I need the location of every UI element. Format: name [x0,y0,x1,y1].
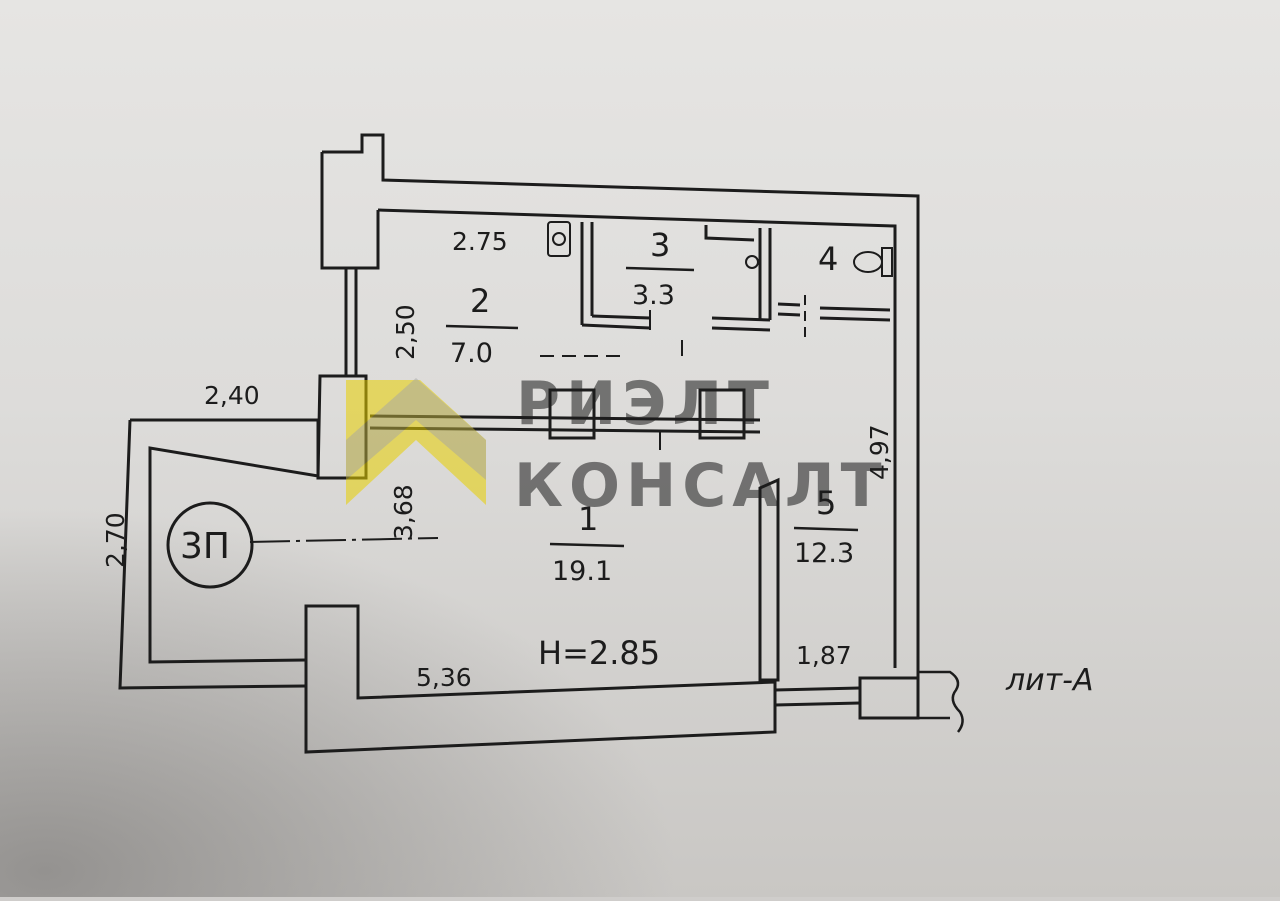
dimension-2-75: 2.75 [452,227,508,256]
dimension-1-87: 1,87 [796,641,852,670]
room-5-number: 5 [816,484,836,522]
room-5-area: 12.3 [794,538,854,569]
room-3-number: 3 [650,226,670,264]
room-2-number: 2 [470,282,490,320]
room-4-number: 4 [818,240,838,278]
dimension-2-50: 2,50 [391,304,420,360]
room-2-area: 7.0 [450,338,493,369]
balcony-marker-circle [166,501,254,589]
dimension-5-36: 5,36 [416,663,472,692]
ceiling-height-label: H=2.85 [538,634,660,672]
dimension-2-40: 2,40 [204,381,260,410]
room-3-area: 3.3 [632,280,675,311]
dimension-2-70: 2,70 [101,512,130,568]
room-1-number: 1 [578,500,598,538]
watermark-line-1: РИЭЛТ [516,369,775,439]
dimension-3-68: 3,68 [389,484,418,540]
balcony-label: 3П [180,526,230,567]
fraction-bars [445,266,859,548]
walls [118,133,920,754]
building-label: лит-А [1005,663,1094,698]
door-markers [249,295,806,543]
sanitary-fixtures [547,221,893,277]
watermark-logo [346,378,486,505]
room-1-area: 19.1 [552,556,612,587]
dimension-4-97: 4,97 [865,424,894,480]
watermark-line-2: КОНСАЛТ [514,451,888,521]
break-line [918,670,964,733]
